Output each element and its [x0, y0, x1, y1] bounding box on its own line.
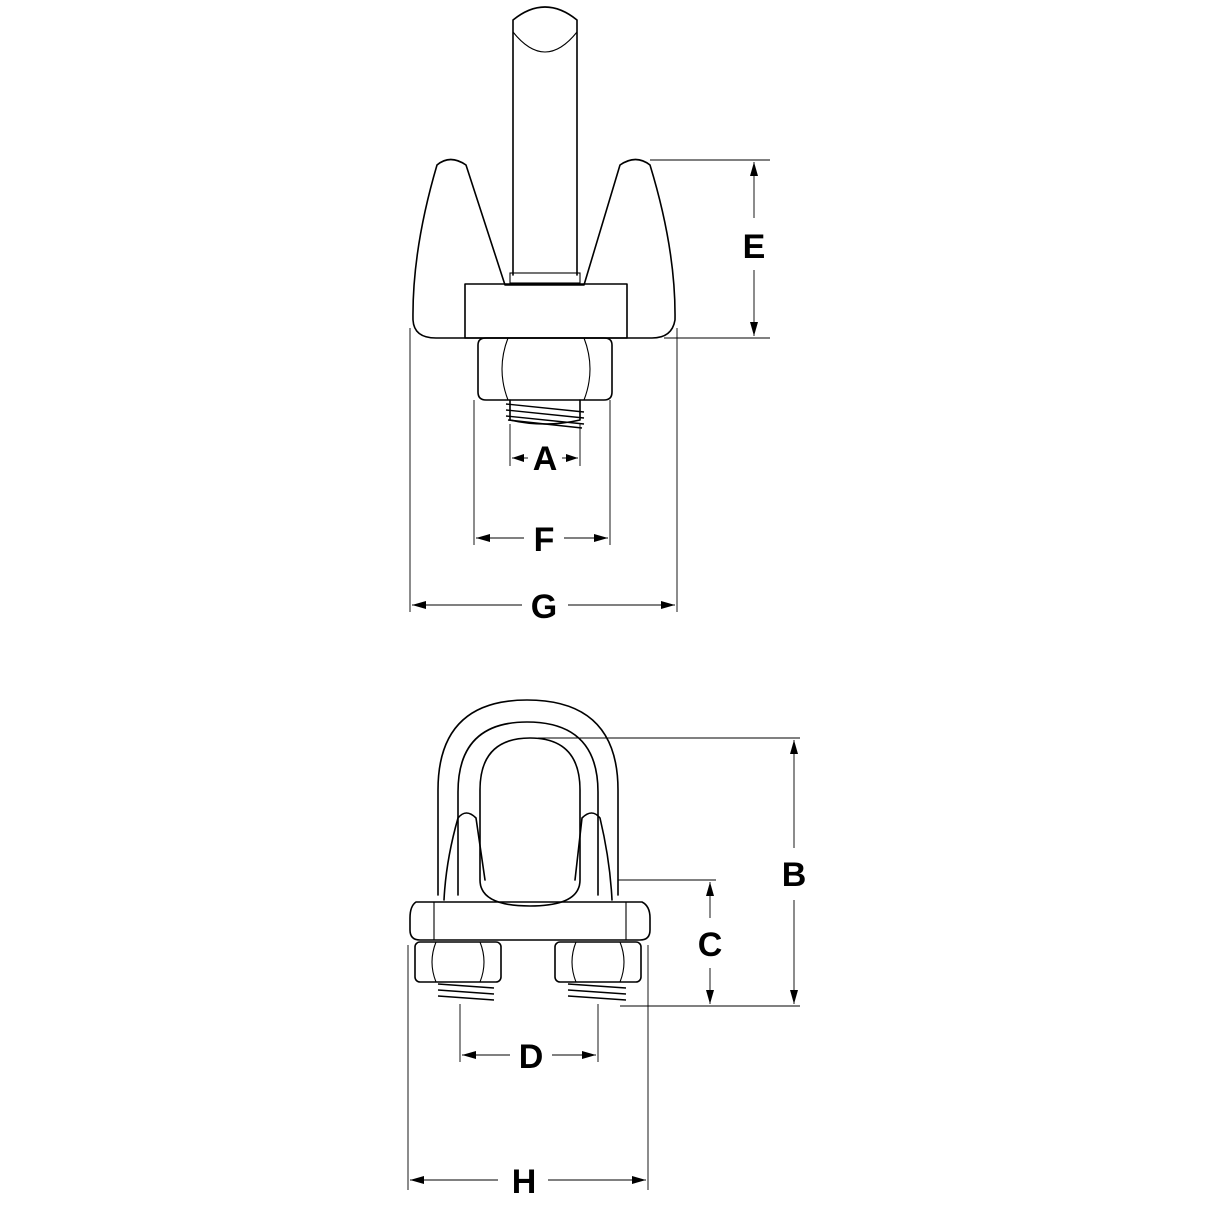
dimension-d: D [462, 1038, 596, 1076]
label-c: C [698, 926, 723, 964]
dimension-g: G [412, 588, 675, 626]
dimension-h: H [410, 1163, 646, 1201]
thread-left [437, 983, 495, 1001]
saddle-top [412, 158, 676, 339]
dimension-f: F [476, 521, 608, 559]
hex-nut-left [414, 941, 502, 983]
extension-lines-top [409, 159, 770, 612]
hex-nut-right [554, 941, 642, 983]
label-d: D [519, 1038, 544, 1076]
label-e: E [743, 228, 766, 266]
thread-top [505, 399, 585, 429]
dimension-c: C [698, 882, 723, 1004]
label-a: A [533, 440, 558, 478]
u-bolt-front [437, 699, 619, 907]
hex-nut-top [477, 337, 613, 401]
extension-lines-bottom [407, 737, 800, 1190]
saddle-front [409, 812, 651, 941]
dimension-e: E [743, 162, 766, 336]
label-g: G [531, 588, 557, 626]
label-f: F [534, 521, 555, 559]
label-h: H [512, 1163, 537, 1201]
dimension-a: A [512, 440, 578, 478]
top-view: E A F G [409, 6, 770, 626]
label-b: B [782, 856, 807, 894]
thread-right [567, 983, 627, 1001]
u-bolt-shank [509, 6, 581, 284]
dimension-b: B [782, 740, 807, 1004]
bottom-view: B C D H [407, 699, 807, 1201]
